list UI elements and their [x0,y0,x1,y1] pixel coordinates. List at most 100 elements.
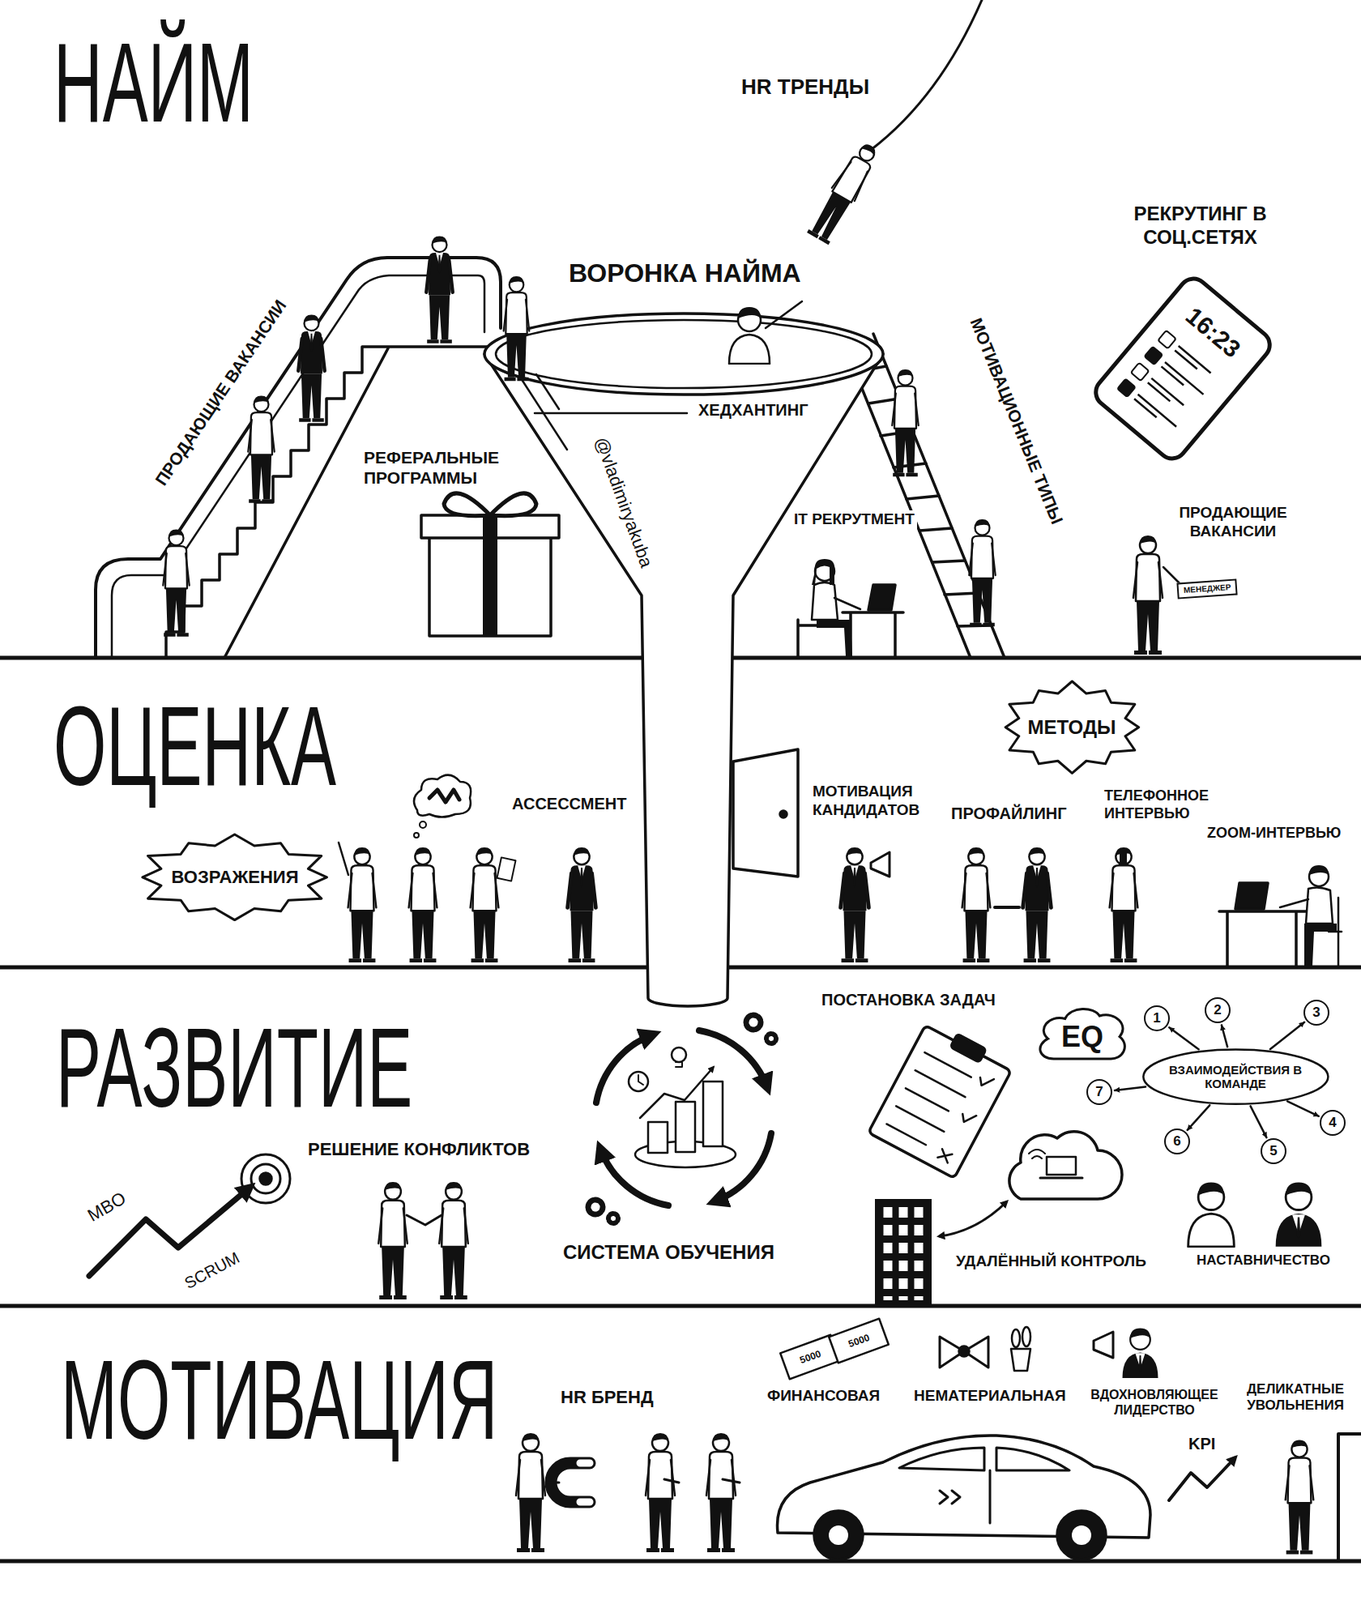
label-text: НЕМАТЕРИАЛЬНАЯ [912,1386,1068,1406]
motivation-props [580,1463,590,1502]
props [994,905,1020,909]
callout-number: 6 [1164,1128,1191,1155]
props [419,821,427,828]
remote-control [874,1198,932,1306]
motivation-props [1093,1331,1114,1358]
props [338,842,349,875]
ellipse-outline [1143,1049,1328,1104]
car [1057,1510,1106,1560]
learning-cycle [699,1030,768,1088]
label-text: @vladimiryakuba [589,432,658,572]
props [811,558,835,585]
motivation-props [1338,1433,1361,1562]
node-text: 1 [1152,1010,1161,1027]
label-text: НАСТАВНИЧЕСТВО [1194,1252,1332,1269]
callout-number: 4 [1319,1109,1346,1136]
motivation-props [828,1318,889,1364]
learning-cycle [766,1033,777,1044]
callout-number: 7 [1086,1079,1113,1106]
app-icon [1144,346,1164,366]
props [1279,897,1342,966]
motivation-props [1011,1348,1031,1371]
callout-number: 1 [1143,1005,1170,1032]
people [470,847,500,963]
burst-bubble: ВОЗРАЖЕНИЯ [134,834,335,921]
people [426,235,453,343]
funnel [534,412,687,415]
learning-cycle [608,1213,619,1224]
motivation-props [547,1318,1361,1562]
node-text: ВЗАИМОДЕЙСТВИЯ В КОМАНДЕ [1169,1062,1303,1092]
funnel [780,810,787,818]
people [348,847,377,963]
learning-cycle [675,1062,683,1067]
label-text: HR ТРЕНДЫ [739,74,871,100]
props [413,775,471,818]
people [1133,535,1163,655]
section-title: ОЦЕНКА [53,689,337,803]
people [503,276,530,381]
label-text: ТЕЛЕФОННОЕ ИНТЕРВЬЮ [1102,787,1220,823]
task-clipboard [937,1073,995,1165]
label-text: ВДОХНОВЛЯЮЩЕЕ ЛИДЕРСТВО [1083,1386,1225,1418]
section-title: РАЗВИТИЕ [55,1011,413,1125]
learning-cycle [675,1101,696,1152]
task-clipboard [886,1052,975,1151]
label-text: MBO [82,1186,132,1228]
label-text: МОТИВАЦИЯ КАНДИДАТОВ [810,782,936,820]
task-clipboard [868,1025,1012,1179]
label-text: ZOOM-ИНТЕРВЬЮ [1205,824,1343,843]
label-text: ПОСТАНОВКА ЗАДАЧ [819,989,998,1010]
props [870,0,982,150]
name-sign: МЕНЕДЖЕР [1176,579,1238,600]
app-line [1134,394,1177,431]
people [1188,1182,1235,1247]
motivation-props [1011,1329,1020,1348]
label-text: ПРОДАЮЩИЕ ВАКАНСИИ [149,294,292,491]
remote-control [1009,1131,1123,1199]
task-clipboard [868,1019,1016,1179]
car [828,1525,849,1545]
funnel [495,319,872,389]
handshake [406,1215,442,1225]
callout-number: 5 [1260,1138,1287,1165]
team-arrow [1169,1027,1199,1050]
people [1109,847,1139,963]
props [834,597,861,610]
node-text: 3 [1312,1004,1320,1021]
funnel [522,374,568,450]
remote-control [887,1207,919,1301]
people [706,1433,736,1553]
node-text: 4 [1328,1114,1336,1131]
illustration [0,0,1361,1562]
label-text: ПРОДАЮЩИЕ ВАКАНСИИ [1174,503,1292,542]
team-arrow [1287,1100,1319,1116]
people [645,1433,675,1553]
people [1023,847,1052,963]
callout-number: 2 [1204,997,1231,1024]
label-text: ХЕДХАНТИНГ [696,400,811,420]
label-text: ВОРОНКА НАЙМА [567,257,803,289]
label-text: МОТИВАЦИОННЫЕ ТИПЫ [965,313,1069,529]
props [413,832,419,838]
label-text: IT РЕКРУТМЕНТ [792,510,918,530]
ellipse-node: ВЗАИМОДЕЙСТВИЯ В КОМАНДЕ [1141,1048,1331,1106]
car [1071,1525,1092,1545]
mbo-arrow [260,1173,272,1185]
people [298,314,325,422]
cloud-bubble: EQ [1034,1002,1131,1071]
label-text: РЕКРУТИНГ В СОЦ.СЕТЯХ [1111,202,1289,250]
app-icon [1157,330,1177,350]
node-text: ВОЗРАЖЕНИЯ [171,866,299,888]
node-text: МЕНЕДЖЕР [1182,582,1231,596]
learning-cycle [703,1081,723,1147]
motivation-props [1022,1326,1031,1347]
learning-cycle [746,1015,761,1030]
car [777,1435,1152,1560]
props [816,619,853,657]
section-title: МОТИВАЦИЯ [60,1343,498,1457]
team-arrow [1250,1105,1268,1138]
label-text: ДЕЛИКАТНЫЕ УВОЛЬНЕНИЯ [1240,1381,1351,1415]
app-line [1147,378,1184,410]
